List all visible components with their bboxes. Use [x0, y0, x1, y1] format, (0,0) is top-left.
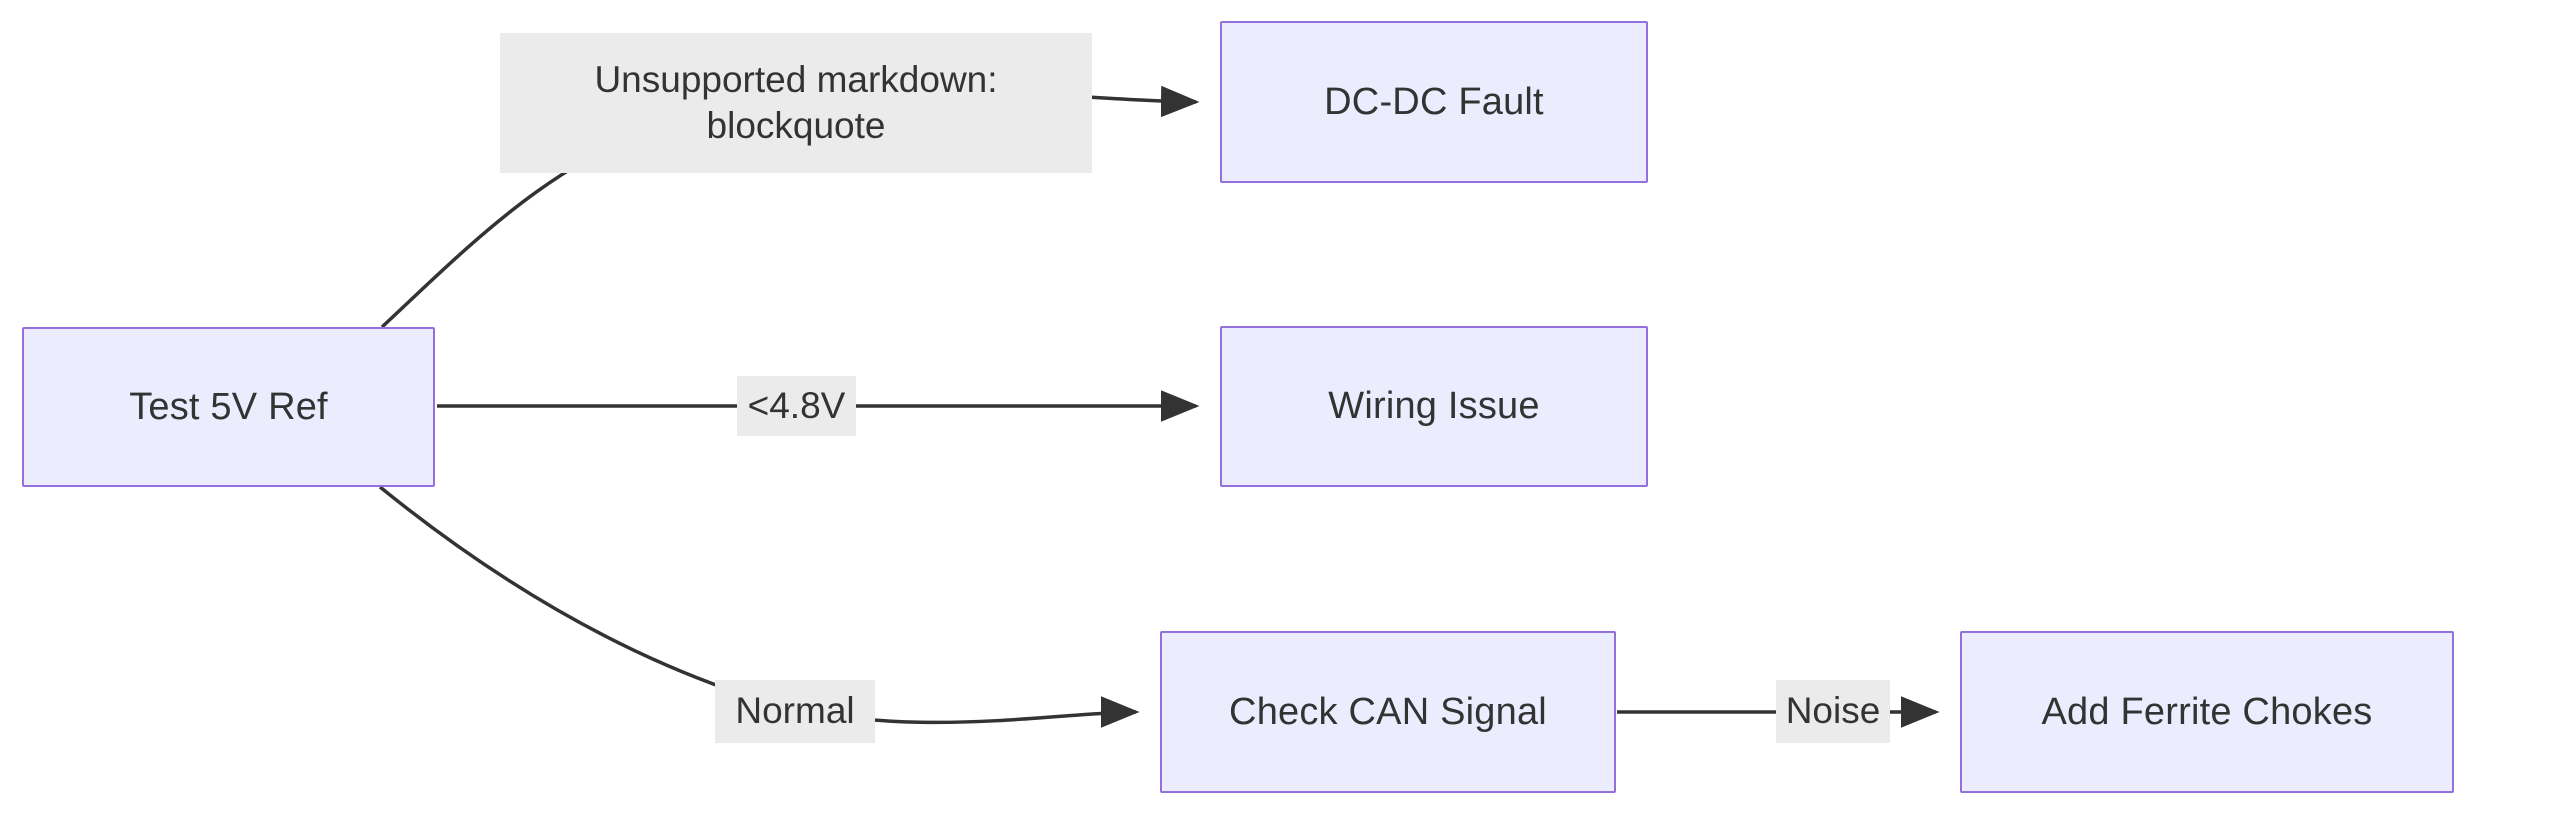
edge-label-unsupported-markdown-line2: blockquote [706, 105, 886, 146]
node-test-5v-ref[interactable]: Test 5V Ref [22, 327, 435, 487]
edge-label-normal-text: Normal [735, 690, 855, 732]
node-test-5v-ref-label: Test 5V Ref [129, 385, 328, 428]
edge-label-unsupported-markdown: Unsupported markdown: blockquote [500, 33, 1092, 173]
node-wiring-issue[interactable]: Wiring Issue [1220, 326, 1648, 487]
node-check-can-signal-label: Check CAN Signal [1229, 690, 1547, 733]
node-dc-dc-fault-label: DC-DC Fault [1324, 80, 1544, 123]
node-add-ferrite-chokes-label: Add Ferrite Chokes [2041, 690, 2373, 733]
edge-label-unsupported-markdown-line1: Unsupported markdown: [594, 58, 998, 100]
edge-label-under-voltage-text: <4.8V [747, 384, 846, 426]
edge-label-noise-text: Noise [1785, 690, 1881, 732]
node-add-ferrite-chokes[interactable]: Add Ferrite Chokes [1960, 631, 2454, 793]
node-wiring-issue-label: Wiring Issue [1328, 385, 1540, 427]
edge-label-normal: Normal [715, 680, 875, 743]
edge-label-noise: Noise [1776, 680, 1890, 743]
edge-label-under-voltage: <4.8V [737, 376, 856, 436]
node-check-can-signal[interactable]: Check CAN Signal [1160, 631, 1616, 793]
node-dc-dc-fault[interactable]: DC-DC Fault [1220, 21, 1648, 183]
